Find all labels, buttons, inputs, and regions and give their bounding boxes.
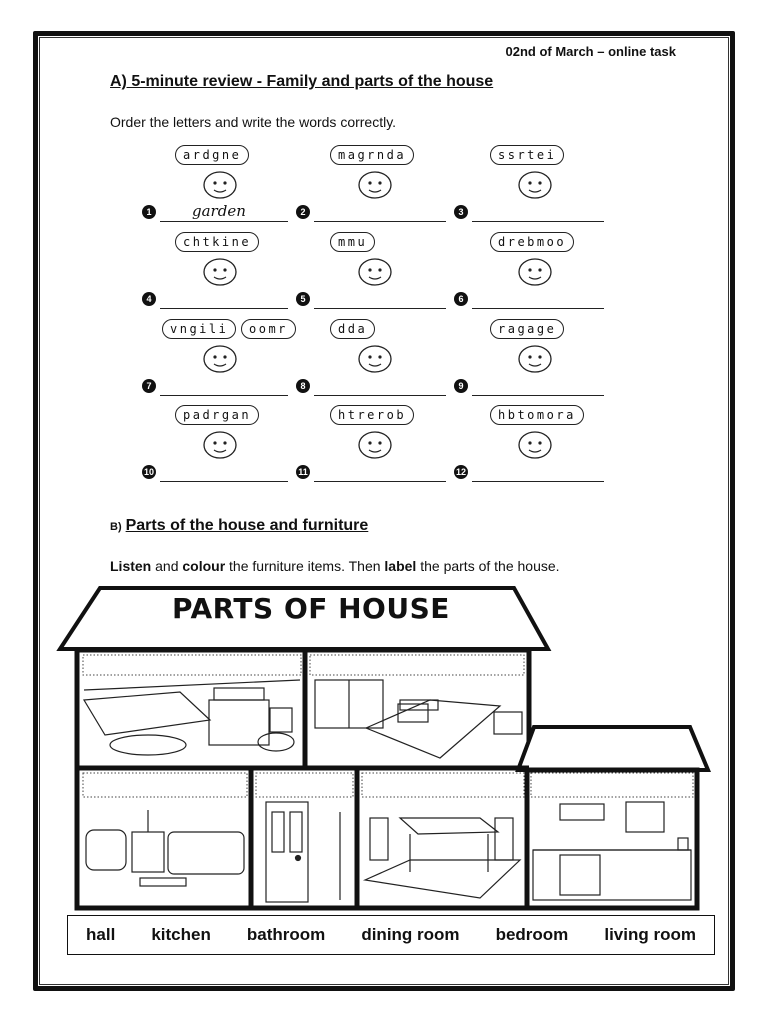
section-b-heading: Parts of the house and furniture	[125, 517, 369, 534]
garden-icon	[203, 171, 237, 199]
word-bank-item: bedroom	[495, 925, 569, 944]
scrambled-letters: mmu	[330, 232, 376, 252]
answer-line[interactable]	[472, 395, 604, 396]
page-border-inner	[39, 37, 729, 985]
answer-line[interactable]	[472, 221, 604, 222]
answer-line[interactable]	[160, 481, 288, 482]
puzzle-number: 5	[296, 292, 310, 306]
grandpa-icon	[203, 431, 237, 459]
dining-furniture	[362, 817, 522, 899]
answer-line[interactable]	[314, 221, 446, 222]
handwritten-answer: garden	[192, 202, 246, 220]
instruction-colour: colour	[182, 558, 226, 574]
answer-line[interactable]	[472, 308, 604, 309]
scrambled-letters: ardgne	[175, 145, 250, 165]
label-box-kitchen	[530, 772, 694, 798]
answer-line[interactable]	[472, 481, 604, 482]
puzzle-number: 7	[142, 379, 156, 393]
puzzle-number: 11	[296, 465, 310, 479]
label-box-bathroom	[82, 654, 302, 676]
word-bank-item: bathroom	[246, 925, 326, 944]
mum-icon	[358, 258, 392, 286]
scrambled-letters: magrnda	[330, 145, 415, 165]
word-bank-item: hall	[86, 925, 116, 944]
label-box-hall	[255, 772, 354, 798]
answer-line[interactable]	[160, 221, 288, 222]
task-date: 02nd of March – online task	[505, 44, 677, 59]
garage-icon	[518, 345, 552, 373]
scrambled-letters: htrerob	[330, 405, 415, 425]
answer-line[interactable]	[314, 395, 446, 396]
dad-icon	[358, 345, 392, 373]
puzzle-number: 9	[454, 379, 468, 393]
house-title: PARTS OF HOUSE	[172, 592, 450, 625]
puzzle-number: 1	[142, 205, 156, 219]
extension-body	[524, 767, 700, 911]
scrambled-letters: vngili	[162, 319, 237, 339]
label-box-dining	[361, 772, 525, 798]
section-b-prefix: B)	[110, 521, 122, 533]
puzzle-number: 10	[142, 465, 156, 479]
page-border	[33, 31, 735, 991]
scrambled-letters: ssrtei	[490, 145, 565, 165]
instruction-listen: Listen	[110, 558, 152, 574]
scrambled-letters: dda	[330, 319, 376, 339]
living-room-icon	[203, 345, 237, 373]
word-bank: hall kitchen bathroom dining room bedroom liv…	[67, 915, 715, 955]
scrambled-letters: drebmoo	[490, 232, 575, 252]
puzzle-number: 6	[454, 292, 468, 306]
instruction-text-2: the furniture items. Then	[225, 558, 385, 574]
word-bank-item: dining room	[361, 925, 460, 944]
label-box-living	[82, 772, 248, 798]
brother-icon	[358, 431, 392, 459]
sister-icon	[518, 171, 552, 199]
puzzle-number: 2	[296, 205, 310, 219]
answer-line[interactable]	[314, 481, 446, 482]
puzzle-number: 12	[454, 465, 468, 479]
scrambled-letters: hbtomora	[490, 405, 584, 425]
answer-line[interactable]	[160, 308, 288, 309]
living-room-furniture	[85, 810, 245, 887]
bedroom-furniture	[314, 679, 523, 759]
label-box-bedroom	[309, 654, 525, 676]
kitchen-furniture	[532, 801, 692, 901]
kitchen-icon	[203, 258, 237, 286]
bedroom-icon	[518, 258, 552, 286]
puzzle-number: 8	[296, 379, 310, 393]
bathroom-furniture	[82, 679, 301, 756]
answer-line[interactable]	[314, 308, 446, 309]
word-bank-item: kitchen	[151, 925, 211, 944]
scrambled-letters: ragage	[490, 319, 565, 339]
hall-furniture	[265, 801, 341, 903]
scrambled-letters: chtkine	[175, 232, 260, 252]
puzzle-number: 4	[142, 292, 156, 306]
scrambled-letters-second-word: oomr	[241, 319, 296, 339]
instruction-text-3: the parts of the house.	[416, 558, 560, 574]
scrambled-letters: padrgan	[175, 405, 260, 425]
puzzle-number: 3	[454, 205, 468, 219]
section-b-instruction: Listen and colour the furniture items. T…	[110, 558, 560, 574]
grandma-icon	[358, 171, 392, 199]
instruction-text-1: and	[151, 558, 183, 574]
instruction-label: label	[384, 558, 417, 574]
section-a-instruction: Order the letters and write the words co…	[110, 114, 397, 130]
word-bank-item: living room	[604, 925, 696, 944]
section-a-title: A) 5-minute review - Family and parts of…	[110, 73, 494, 90]
section-b-title: B)Parts of the house and furniture	[110, 517, 368, 535]
answer-line[interactable]	[160, 395, 288, 396]
extension-roof	[515, 725, 712, 772]
bathroom-icon	[518, 431, 552, 459]
